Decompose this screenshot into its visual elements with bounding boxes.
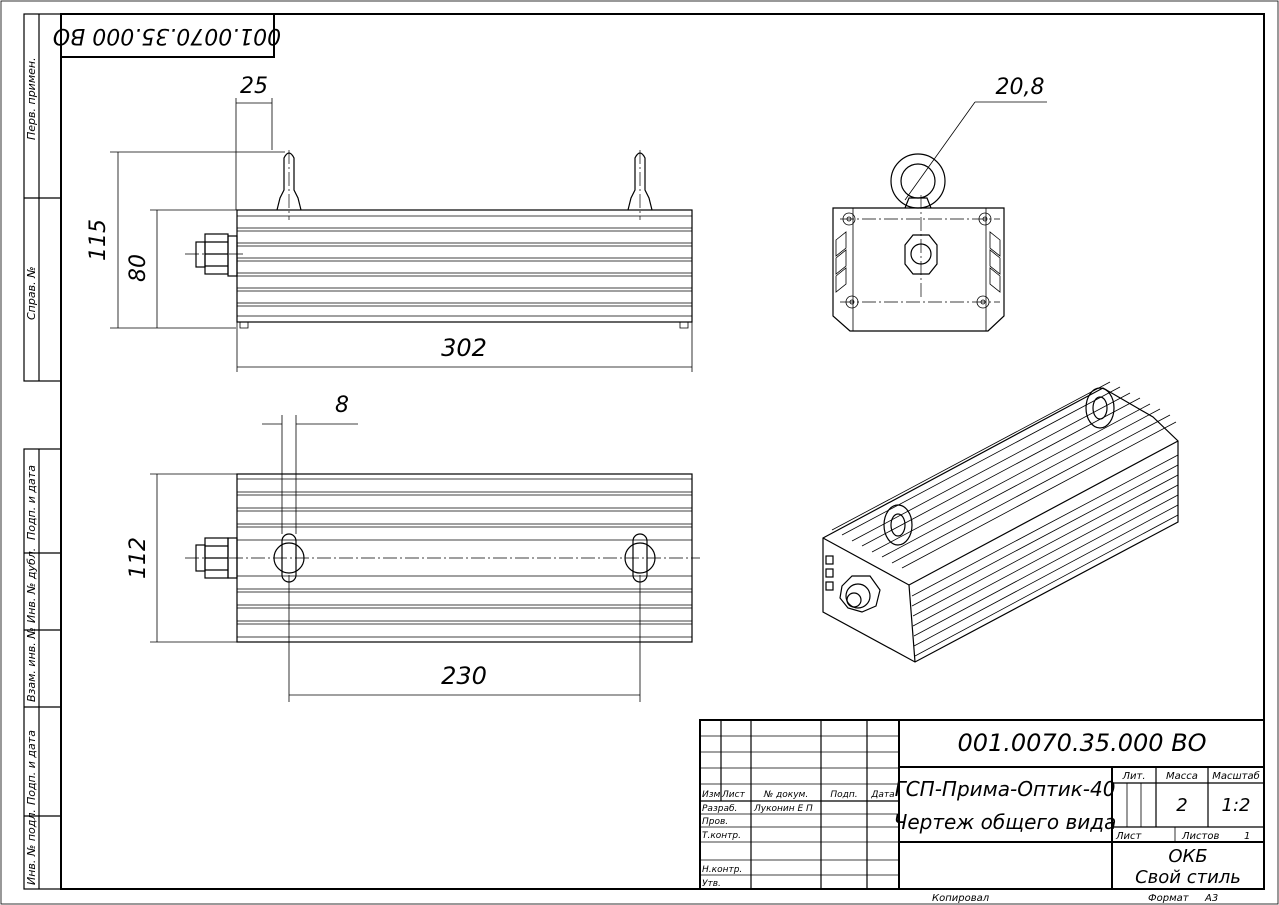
format-value: А3: [1204, 893, 1218, 904]
front-view-dimensions: 25 115 80 302: [86, 74, 693, 372]
label-sheets: Листов: [1181, 831, 1219, 842]
format-label: Формат: [1148, 893, 1190, 904]
label-lit: Лит.: [1121, 771, 1145, 782]
razrab-name: Луконин Е П: [753, 804, 813, 814]
row-utv: Утв.: [702, 879, 721, 889]
side-view: [832, 153, 1005, 332]
title-document-name: Чертеж общего вида: [894, 810, 1117, 834]
title-org-line1: ОКБ: [1168, 846, 1207, 867]
scale-value: 1:2: [1222, 795, 1251, 816]
title-block: 001.0070.35.000 ВО ГСП-Прима-Оптик-40 Че…: [699, 719, 1265, 890]
row-nkontr: Н.контр.: [702, 865, 742, 875]
side-label-sprav-no: Справ. №: [25, 266, 38, 320]
dim-8: 8: [335, 393, 349, 418]
side-label-vzam-inv: Взам. инв. №: [25, 627, 38, 702]
dim-230: 230: [441, 662, 487, 690]
top-view: [185, 473, 700, 643]
copied-label: Копировал: [932, 893, 990, 904]
col-date: Дата: [870, 790, 894, 800]
col-sign: Подп.: [830, 790, 857, 800]
side-label-inv-podl: Инв. № подл.: [25, 809, 38, 885]
title-drawing-number: 001.0070.35.000 ВО: [957, 729, 1206, 757]
row-tkontr: Т.контр.: [702, 831, 741, 841]
side-label-inv-dubl: Инв. № дубл.: [25, 548, 38, 623]
sheets-count: 1: [1244, 831, 1250, 842]
col-list: Лист: [721, 790, 746, 800]
side-strip: Перв. примен. Справ. № Подп. и дата Инв.…: [23, 13, 62, 890]
dim-80: 80: [126, 254, 151, 282]
side-label-perv-primen: Перв. примен.: [25, 57, 38, 140]
side-label-podp-data-2: Подп. и дата: [25, 730, 38, 805]
isometric-view: [822, 381, 1179, 663]
title-org-line2: Свой стиль: [1135, 867, 1241, 888]
dim-115: 115: [86, 219, 111, 261]
title-product-name: ГСП-Прима-Оптик-40: [895, 777, 1116, 801]
dim-112: 112: [126, 537, 151, 579]
dim-302: 302: [441, 334, 487, 362]
top-view-dimensions: 8 112 230: [126, 393, 641, 702]
row-prov: Пров.: [702, 817, 728, 827]
front-view: [185, 150, 693, 329]
rotated-number-box: 001.0070.35.000 ВО: [53, 13, 281, 58]
dim-25: 25: [240, 74, 268, 99]
side-label-podp-data-1: Подп. и дата: [25, 465, 38, 540]
col-doc: № докум.: [763, 790, 808, 800]
label-sheet: Лист: [1115, 831, 1143, 842]
side-view-dimension: 20,8: [904, 75, 1047, 201]
row-razrab: Разраб.: [702, 804, 737, 814]
label-scale: Масштаб: [1212, 770, 1260, 782]
label-mass: Масса: [1166, 771, 1198, 782]
dim-20-8: 20,8: [996, 75, 1045, 100]
rotated-drawing-number: 001.0070.35.000 ВО: [53, 23, 281, 48]
col-izm: Изм: [702, 790, 721, 800]
mass-value: 2: [1176, 795, 1187, 816]
inner-frame: [60, 13, 1265, 890]
